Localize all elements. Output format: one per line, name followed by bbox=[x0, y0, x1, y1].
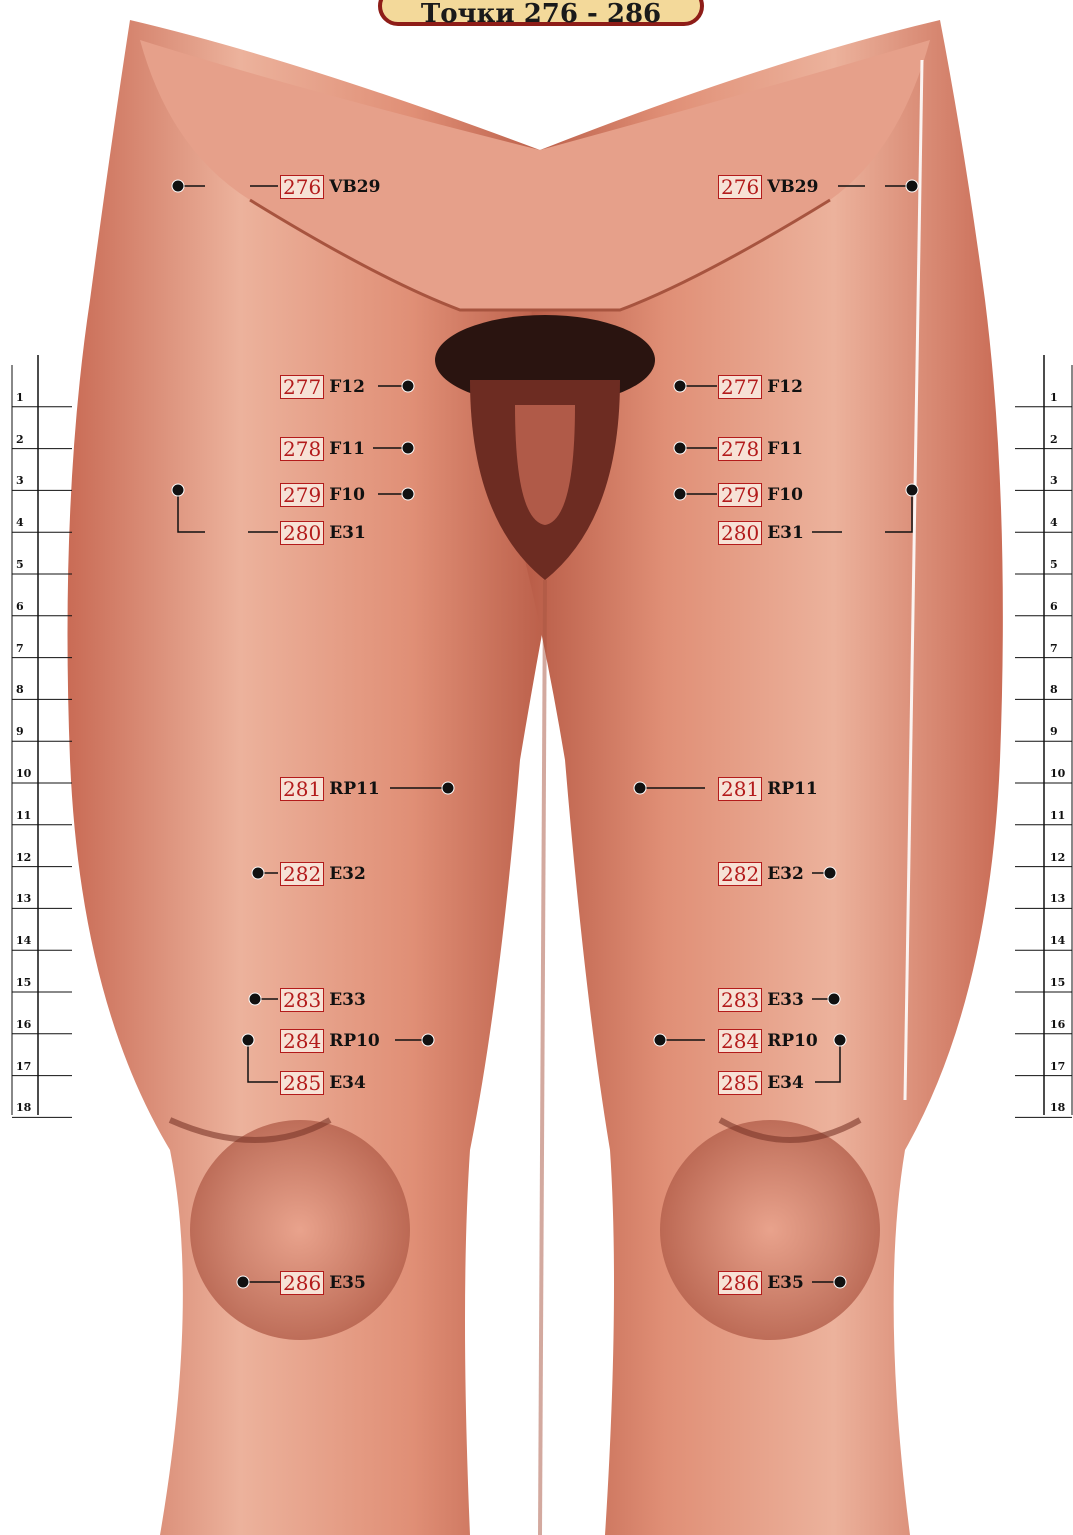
point-label-284-left: 284RP10 bbox=[280, 1029, 380, 1053]
point-label-282-right: 282E32 bbox=[718, 862, 804, 886]
point-label-285-right: 285E34 bbox=[718, 1071, 804, 1095]
point-label-279-left: 279F10 bbox=[280, 483, 365, 507]
point-label-278-left: 278F11 bbox=[280, 437, 365, 461]
point-label-277-left: 277F12 bbox=[280, 375, 365, 399]
point-label-279-right: 279F10 bbox=[718, 483, 803, 507]
point-label-276-left: 276VB29 bbox=[280, 175, 380, 199]
point-label-283-right: 283E33 bbox=[718, 988, 804, 1012]
point-label-276-right: 276VB29 bbox=[718, 175, 818, 199]
point-label-286-right: 286E35 bbox=[718, 1271, 804, 1295]
point-label-282-left: 282E32 bbox=[280, 862, 366, 886]
point-label-281-left: 281RP11 bbox=[280, 777, 380, 801]
point-label-286-left: 286E35 bbox=[280, 1271, 366, 1295]
point-label-280-left: 280E31 bbox=[280, 521, 366, 545]
point-label-278-right: 278F11 bbox=[718, 437, 803, 461]
point-label-281-right: 281RP11 bbox=[718, 777, 818, 801]
point-label-284-right: 284RP10 bbox=[718, 1029, 818, 1053]
point-label-285-left: 285E34 bbox=[280, 1071, 366, 1095]
point-label-280-right: 280E31 bbox=[718, 521, 804, 545]
point-label-283-left: 283E33 bbox=[280, 988, 366, 1012]
point-label-277-right: 277F12 bbox=[718, 375, 803, 399]
